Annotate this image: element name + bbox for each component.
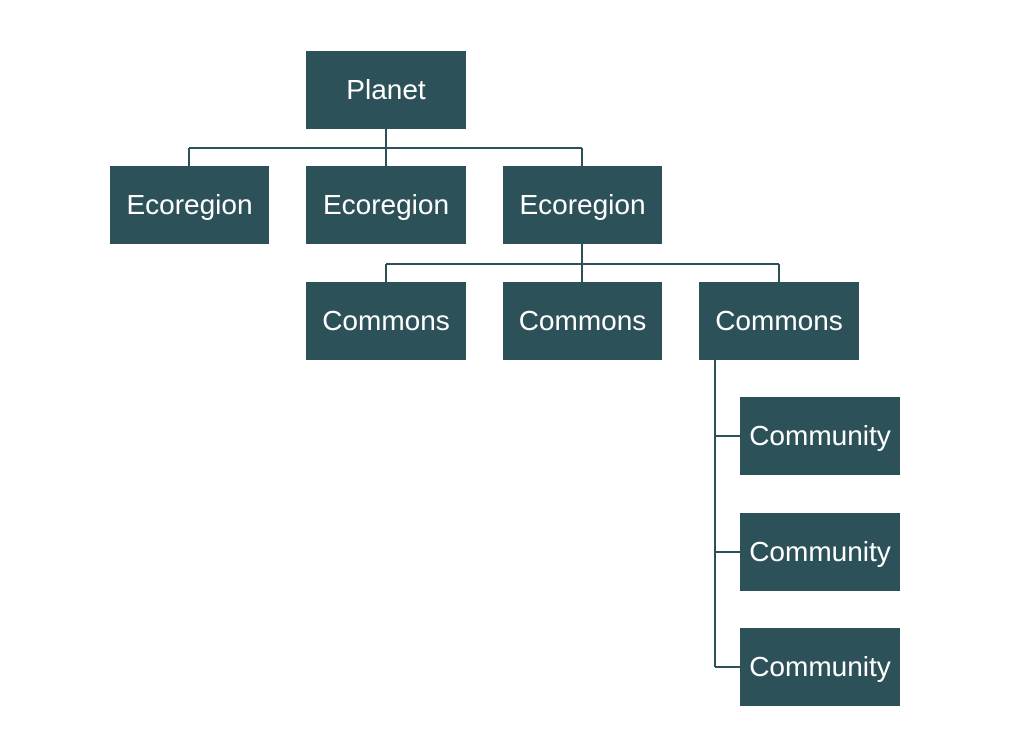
node-community-1: Community xyxy=(740,397,900,475)
node-commons-3: Commons xyxy=(699,282,859,360)
node-ecoregion-1: Ecoregion xyxy=(110,166,269,244)
node-commons-2: Commons xyxy=(503,282,662,360)
node-ecoregion-3: Ecoregion xyxy=(503,166,662,244)
node-community-2: Community xyxy=(740,513,900,591)
node-ecoregion-2: Ecoregion xyxy=(306,166,466,244)
node-planet: Planet xyxy=(306,51,466,129)
node-commons-1: Commons xyxy=(306,282,466,360)
node-community-3: Community xyxy=(740,628,900,706)
